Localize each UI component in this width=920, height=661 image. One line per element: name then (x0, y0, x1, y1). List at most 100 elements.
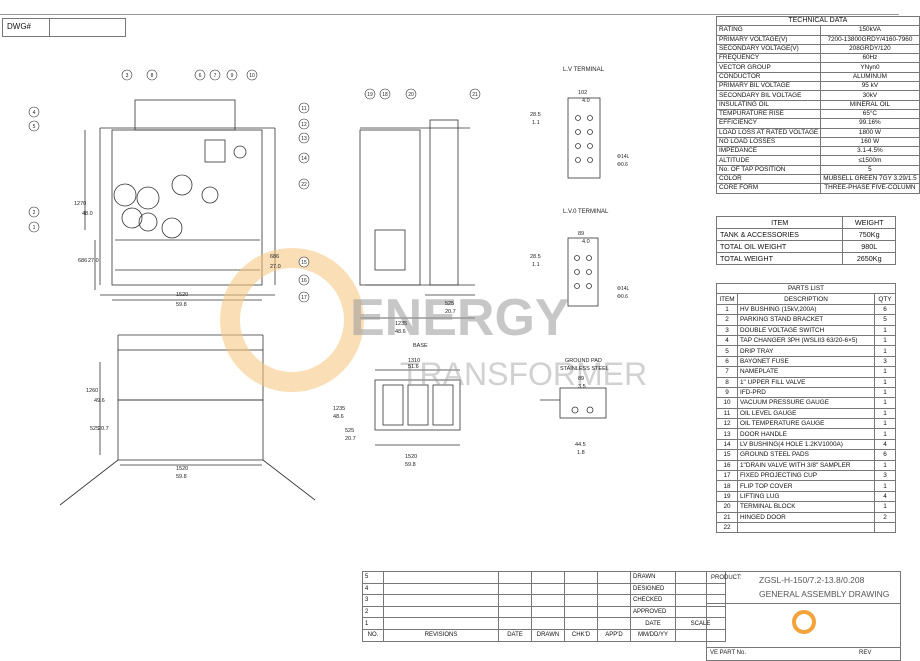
part-item: 13 (716, 428, 738, 440)
revision-cell (597, 594, 631, 607)
dim-front-side-in: 48.0 (82, 211, 93, 217)
tech-key: SECONDARY VOLTAGE(V) (715, 43, 822, 55)
part-qty: 3 (874, 355, 896, 368)
part-item: 9 (716, 386, 738, 399)
part-description: FIXED PROJECTING CUP (737, 470, 875, 482)
part-item: 19 (716, 490, 738, 503)
revision-footer-cell: REVISIONS (383, 628, 499, 642)
tech-value: 7200-13800GRDY/4160-7960 (820, 34, 920, 45)
part-item: 12 (716, 418, 738, 430)
balloon-number: 1 (33, 225, 36, 231)
balloon-circle (469, 88, 481, 100)
dim-side-1235-in: 48.6 (395, 329, 406, 335)
dim-bottom-height: 1260 (86, 388, 98, 394)
balloon-number: 20 (408, 92, 414, 98)
dim-pad-44-in: 1.8 (577, 450, 585, 456)
tech-value: THREE-PHASE FIVE-COLUMN (820, 183, 920, 194)
weight-value: 980L (842, 240, 896, 253)
weight-value: 2650Kg (842, 252, 896, 265)
balloon-number: 12 (301, 122, 307, 128)
lv-terminal-title: L.V TERMINAL (563, 67, 605, 73)
revision-cell (597, 571, 631, 584)
part-item: 6 (716, 355, 738, 368)
parts-list-title: PARTS LIST (716, 282, 896, 295)
lv-terminal-drawing (567, 97, 601, 179)
dim-mid-1520-in: 59.8 (405, 462, 416, 468)
part-description (737, 521, 875, 534)
balloon-circle (28, 206, 40, 218)
dim-side-1235: 1235 (395, 321, 407, 327)
tech-key: TEMPURATURE RISE (715, 108, 822, 120)
part-description: DRIP TRAY (737, 345, 875, 357)
balloon-number: 5 (33, 124, 36, 130)
part-qty: 5 (874, 314, 896, 326)
dim-front-height-in: 27.0 (88, 258, 99, 264)
signoff-label: DESIGNED (630, 582, 676, 596)
tech-value: 30kV (820, 90, 920, 101)
part-description: BAYONET FUSE (737, 355, 875, 368)
balloon-circle (226, 69, 238, 81)
part-qty: 1 (874, 334, 896, 347)
part-qty: 4 (874, 438, 896, 451)
part-description: NAMEPLATE (737, 366, 875, 378)
balloon-number: 7 (214, 73, 217, 79)
dim-bottom-width: 1520 (176, 466, 188, 472)
dim-bottom-525: 525 (90, 426, 99, 432)
lv-hole-label: Φ14L (617, 154, 630, 160)
revision-footer-cell: DATE (498, 628, 532, 642)
balloon-number: 4 (33, 110, 36, 116)
tech-value: MINERAL OIL (820, 99, 920, 110)
balloon-circle (298, 152, 310, 164)
balloon-circle (298, 102, 310, 114)
tech-value: MUBSELL GREEN 7GY 3.29/1.5 (820, 174, 920, 185)
part-item: 14 (716, 438, 738, 451)
part-qty (874, 521, 896, 534)
balloon-number: 6 (199, 73, 202, 79)
part-description: LV BUSHING(4 HOLE 1.2KV1000A) (737, 438, 875, 451)
tech-value: 60Hz (820, 53, 920, 64)
tech-value: 5 (820, 164, 920, 176)
balloon-circle (364, 88, 376, 100)
part-item: 5 (716, 345, 738, 357)
dim-side-525-in: 20.7 (445, 309, 456, 315)
revision-cell (564, 594, 598, 607)
tech-key: VECTOR GROUP (715, 62, 822, 73)
part-description: VACUUM PRESSURE GAUGE (737, 397, 875, 409)
balloon-number: 22 (301, 182, 307, 188)
dim-bottom-525-in: 20.7 (98, 426, 109, 432)
tech-row: ALTITUDE≤1500m (715, 155, 920, 166)
part-qty: 6 (874, 303, 896, 316)
dim-bottom-width-in: 59.8 (176, 474, 187, 480)
balloon-circle (298, 291, 310, 303)
tech-key: RATING (715, 25, 822, 36)
revision-cell (564, 582, 598, 596)
part-description: HINGED DOOR (737, 511, 875, 524)
revision-cell (498, 605, 532, 619)
tech-value: YNyn0 (820, 62, 920, 73)
dim-bottom-height-in: 49.6 (94, 398, 105, 404)
revision-cell (564, 605, 598, 619)
revision-footer-cell: NO. (362, 628, 384, 642)
watermark: ENERGY TRANSFORMER (220, 248, 647, 392)
assembly-drawing: ENERGY TRANSFORMER L.V TERMINAL L.V.0 TE… (28, 67, 647, 506)
revision-cell (383, 582, 499, 596)
dim-lv0-28: 28.5 (530, 254, 541, 260)
balloon-circle (209, 69, 221, 81)
scale-label: SCALE (675, 617, 726, 630)
dwg-label: DWG# (3, 19, 50, 36)
balloon-circle (28, 106, 40, 118)
